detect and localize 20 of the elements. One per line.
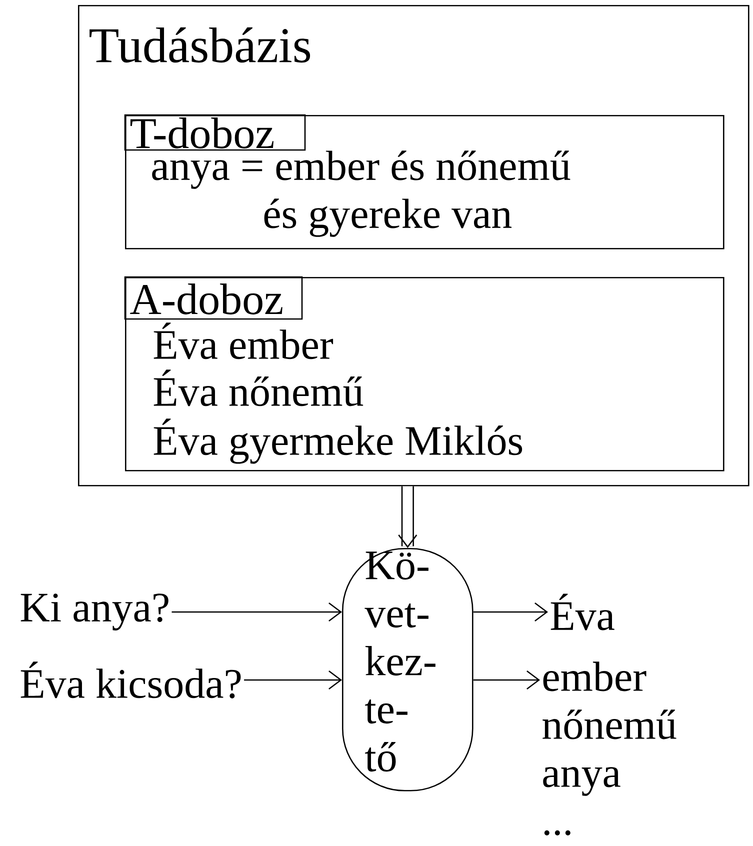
question-text: Ki anya? (20, 594, 168, 630)
content-box (124, 114, 724, 250)
arrow (398, 486, 418, 548)
arrow (473, 602, 548, 622)
reasoner-box: Kö- vet- kez- te- tő (342, 548, 474, 792)
answer-text: ember nőnemű anya ... (542, 662, 676, 836)
question-text: Éva kicsoda? (20, 662, 241, 698)
knowledge-base-box (78, 5, 750, 486)
body-text: Éva gyermeke Miklós (154, 418, 522, 464)
answer-text: Éva (550, 594, 614, 630)
box-title: Tudásbázis (90, 27, 310, 63)
body-text: Éva nőnemű (154, 370, 364, 406)
arrow (172, 602, 342, 622)
arrow (244, 670, 342, 690)
body-text: Éva ember (154, 322, 334, 360)
content-box (124, 276, 724, 472)
body-text: anya = ember és nőnemű és gyereke van (152, 150, 570, 237)
arrow (473, 670, 540, 690)
tab-label: T-doboz (124, 114, 306, 151)
tab-label: A-doboz (124, 276, 303, 320)
